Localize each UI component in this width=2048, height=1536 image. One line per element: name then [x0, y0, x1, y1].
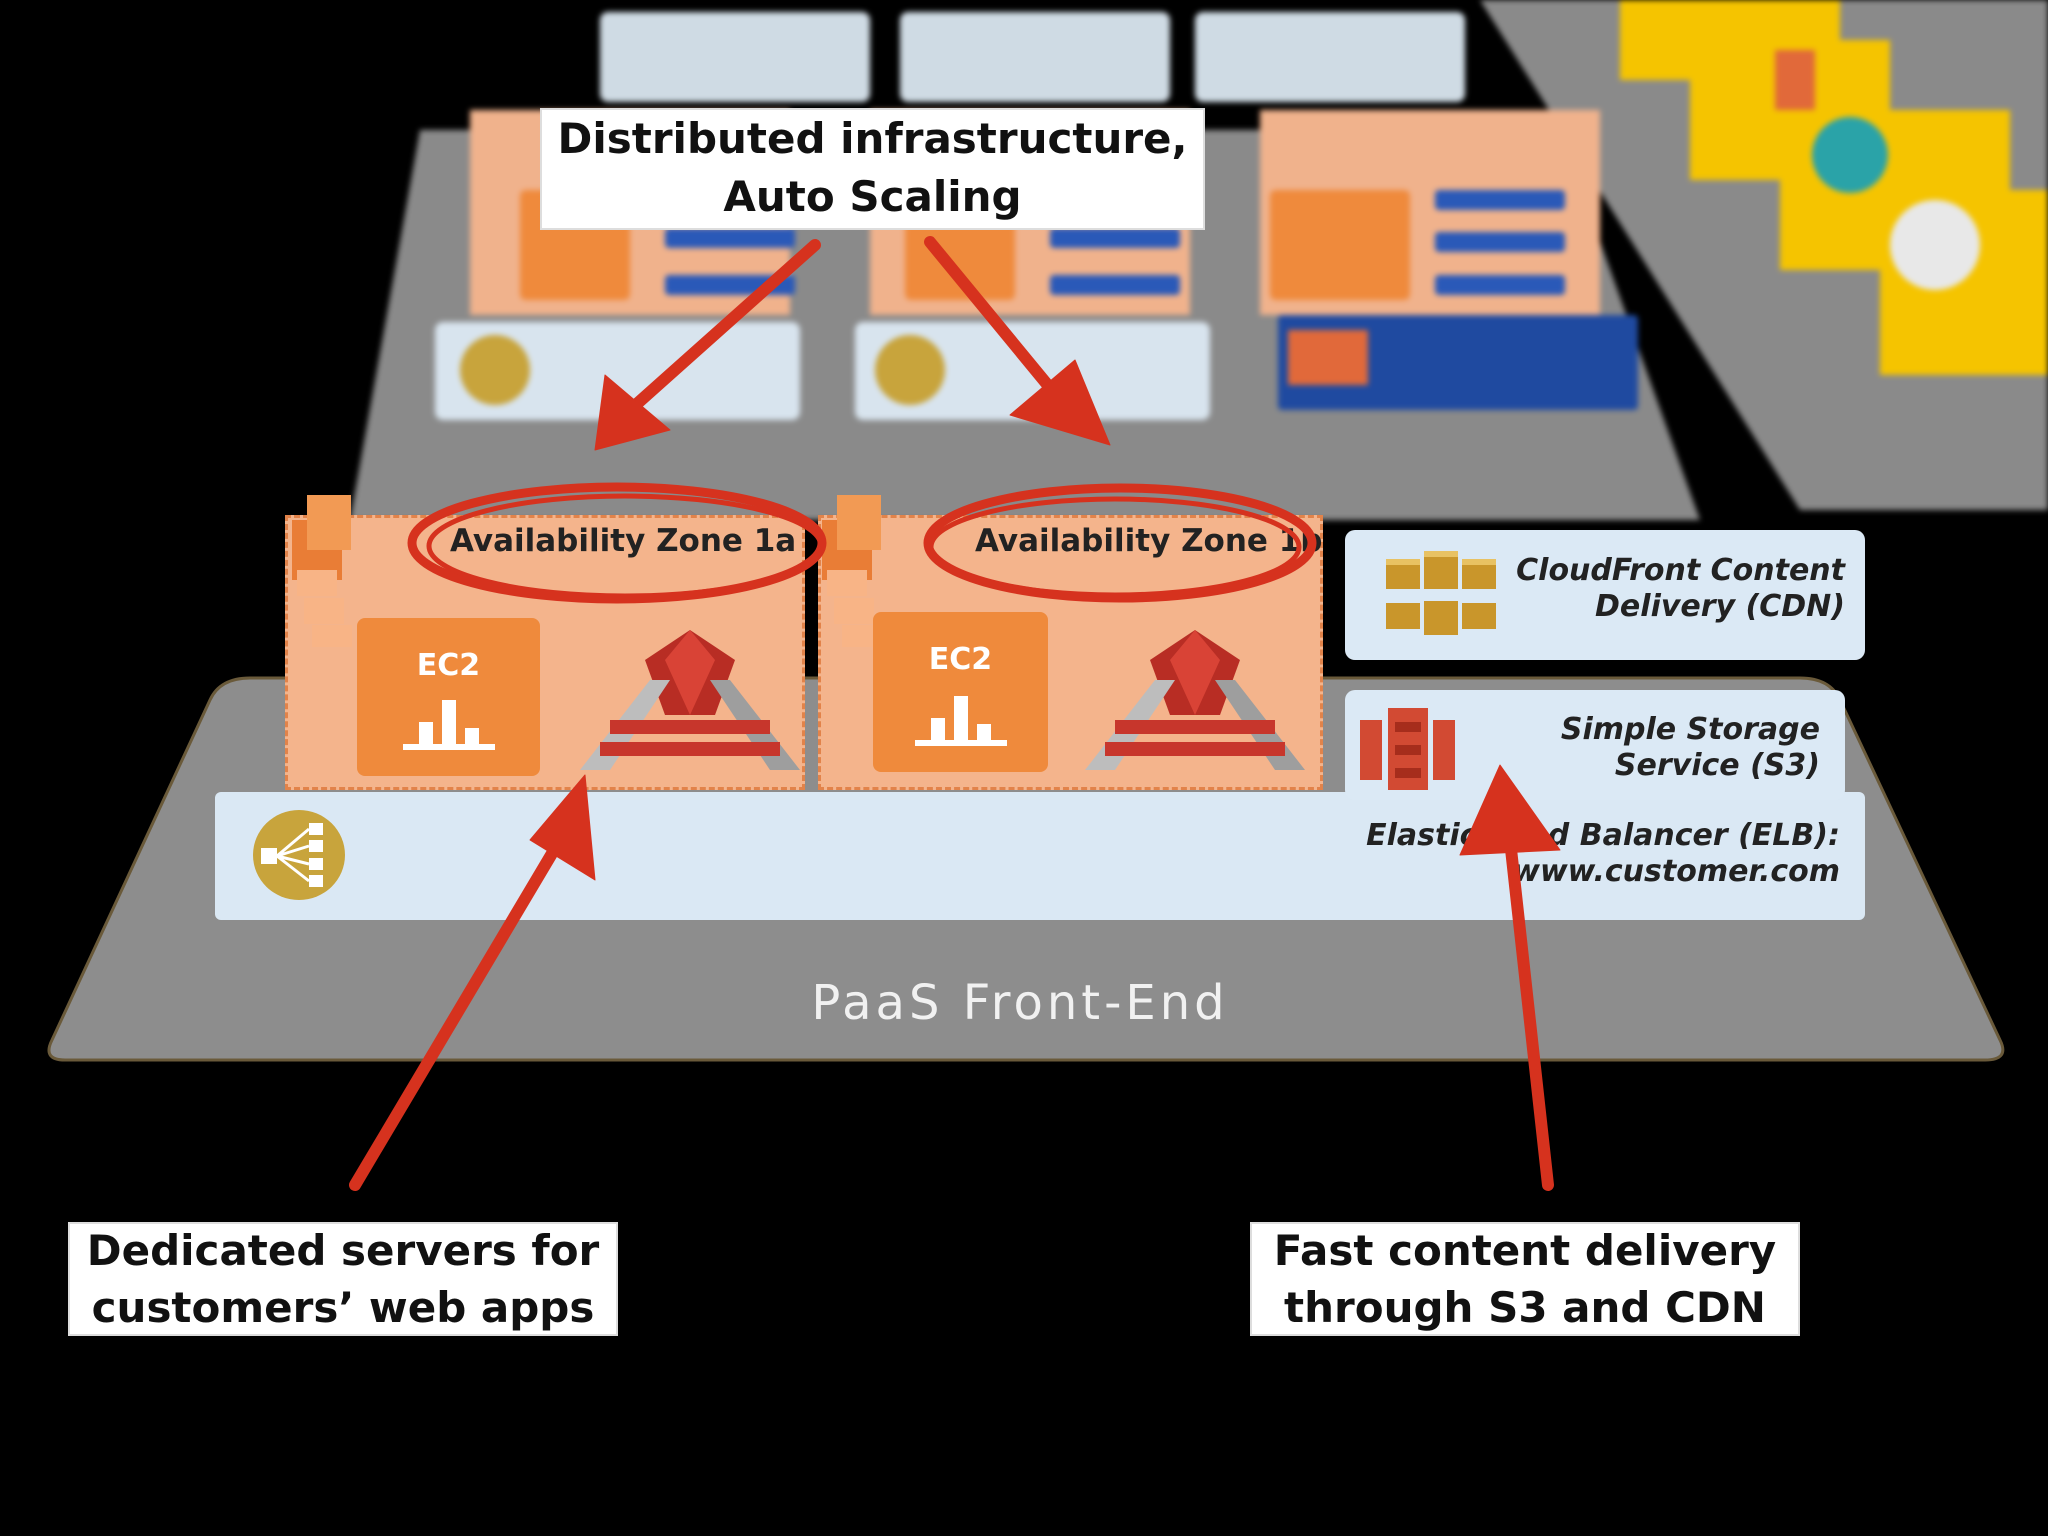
cloudfront-label: CloudFront Content Delivery (CDN) — [1516, 553, 1845, 624]
ec2-label: EC2 — [416, 648, 481, 683]
ec2-chart-icon — [402, 698, 495, 750]
ec2-instance-1b: EC2 — [873, 612, 1048, 772]
callout-dedicated-servers: Dedicated servers for customers’ web app… — [68, 1222, 618, 1336]
cloudfront-icon — [1386, 551, 1496, 635]
load-balancer-icon — [253, 810, 345, 900]
s3-label: Simple Storage Service (S3) — [1560, 712, 1820, 783]
zone-1b-label: Availability Zone 1b — [975, 523, 1323, 559]
platform-label: PaaS Front-End — [811, 975, 1229, 1031]
ec2-label: EC2 — [928, 642, 993, 677]
zone-1b-highlight-ellipse — [923, 483, 1317, 603]
aws-stack-icon — [822, 495, 882, 647]
arrow-to-servers — [349, 834, 566, 1191]
s3-icon — [1360, 708, 1455, 790]
arrow-to-zone-1a — [624, 239, 821, 416]
s3-panel — [1345, 690, 1845, 800]
rails-icon — [580, 630, 800, 770]
ec2-chart-icon — [914, 694, 1007, 746]
zone-1a-label: Availability Zone 1a — [450, 523, 797, 559]
arrow-to-zone-1b — [924, 236, 1066, 406]
callout-distributed-infrastructure: Distributed infrastructure, Auto Scaling — [540, 108, 1205, 230]
callout-fast-content-delivery: Fast content delivery through S3 and CDN — [1250, 1222, 1800, 1336]
elb-panel — [215, 792, 1865, 920]
rails-icon — [1085, 630, 1305, 770]
arrow-to-s3 — [1504, 834, 1554, 1191]
ec2-instance-1a: EC2 — [357, 618, 540, 776]
aws-stack-icon — [292, 495, 352, 647]
